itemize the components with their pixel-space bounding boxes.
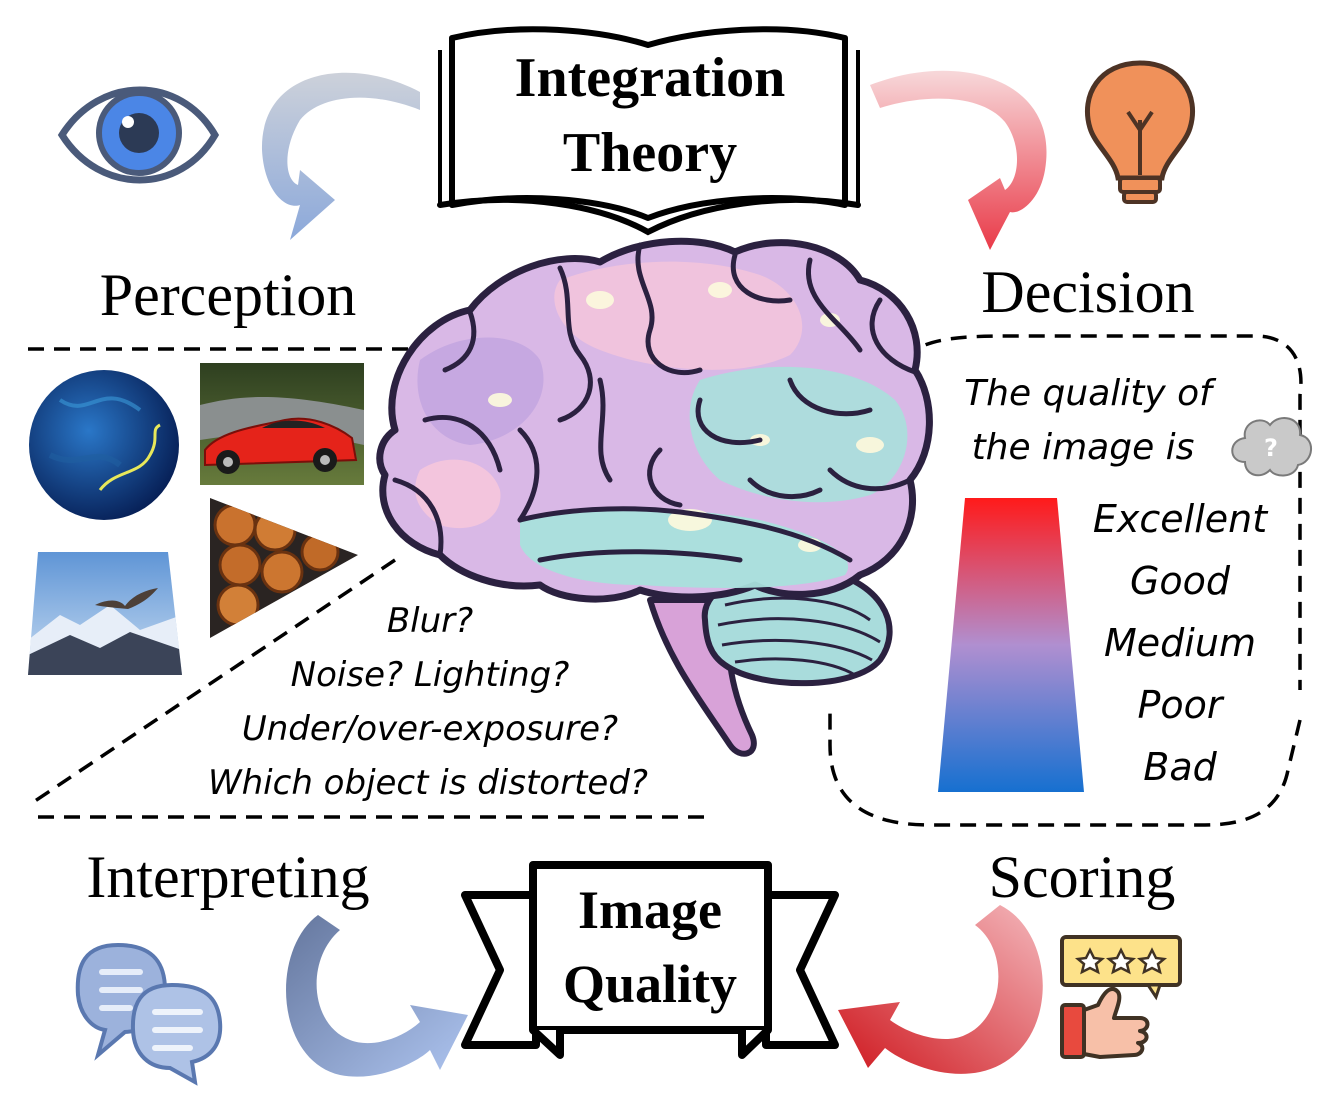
- quality-level-excellent: Excellent: [1093, 497, 1269, 541]
- decision-prompt-line1: The quality of: [964, 373, 1217, 414]
- quality-level-medium: Medium: [1104, 621, 1256, 665]
- question-noise-lighting: Noise? Lighting?: [291, 655, 570, 695]
- red-car-image: [200, 363, 364, 485]
- question-exposure: Under/over-exposure?: [242, 709, 618, 749]
- banner-line2: Quality: [563, 954, 737, 1014]
- brain-illustration: [376, 237, 933, 757]
- stage-perception: Perception: [100, 262, 357, 328]
- question-distorted-object: Which object is distorted?: [208, 763, 648, 803]
- stage-interpreting: Interpreting: [86, 844, 369, 910]
- question-blur: Blur?: [387, 601, 473, 641]
- title-line1: Integration: [515, 47, 786, 109]
- thumbs-up-rating-icon: [1060, 935, 1182, 1059]
- perception-arrow: [261, 72, 420, 240]
- scoring-arrow: [838, 905, 1043, 1074]
- title-line2: Theory: [563, 122, 737, 184]
- lightbulb-icon: [1084, 60, 1196, 204]
- stage-decision: Decision: [981, 259, 1194, 325]
- quality-level-bad: Bad: [1143, 745, 1217, 789]
- quality-level-good: Good: [1130, 559, 1231, 603]
- decision-prompt-line2: the image is: [972, 427, 1195, 468]
- banner-line1: Image: [578, 880, 722, 940]
- unknown-badge-text: ?: [1264, 434, 1278, 462]
- eye-icon: [57, 86, 220, 184]
- unknown-cloud-icon: ?: [1231, 416, 1312, 477]
- ocean-image: [29, 370, 179, 520]
- quality-scale-bar: [938, 498, 1084, 792]
- mountain-bird-image: [28, 552, 182, 675]
- stage-scoring: Scoring: [989, 844, 1176, 910]
- decision-dashed-box: [828, 334, 1303, 827]
- chat-bubbles-icon: [75, 942, 223, 1086]
- image-quality-banner: [461, 861, 839, 1059]
- interpreting-arrow: [286, 915, 468, 1077]
- quality-level-poor: Poor: [1137, 683, 1224, 727]
- integration-theory-book: [437, 26, 861, 236]
- decision-arrow: [870, 70, 1047, 250]
- pastries-image: [210, 498, 358, 638]
- perception-dashed-region: [28, 347, 712, 819]
